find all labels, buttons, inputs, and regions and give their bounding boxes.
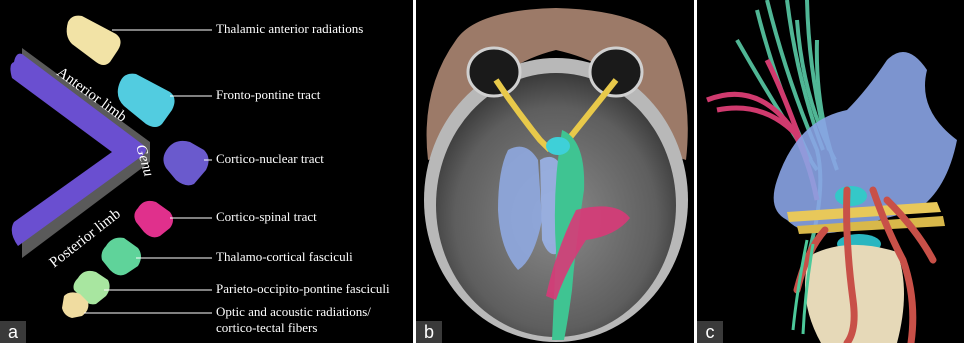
- tract-label-parieto-occipito: Parieto-occipito-pontine fasciculi: [216, 281, 390, 297]
- right-orbit: [590, 48, 642, 96]
- panel-letter-b: b: [416, 321, 442, 343]
- panel-letter-c: c: [697, 321, 723, 343]
- panel-letter-a: a: [0, 321, 26, 343]
- tract-label-cortico-nuclear: Cortico-nuclear tract: [216, 151, 324, 167]
- fronto-pontine-blob: [118, 74, 175, 127]
- thalamic-anterior-blob: [67, 16, 121, 65]
- left-orbit: [468, 48, 520, 96]
- tract-label-cortico-spinal: Cortico-spinal tract: [216, 209, 317, 225]
- tract-label-optic-acoustic-line2: cortico-tectal fibers: [216, 320, 317, 336]
- tract-label-thalamo-cortical: Thalamo-cortical fasciculi: [216, 249, 353, 265]
- panel-b-mri-tractography: b: [416, 0, 694, 343]
- panel-a-capsule-diagram: Anterior limb Genu Posterior limb Thalam…: [0, 0, 413, 343]
- panel-c-illustration: [697, 0, 964, 343]
- panel-b-illustration: [416, 0, 694, 343]
- panel-c-3d-tractography: c: [697, 0, 964, 343]
- cyan-blob-upper: [835, 186, 867, 206]
- cyan-blob: [546, 137, 570, 155]
- cortico-nuclear-blob: [163, 141, 208, 185]
- tract-label-optic-acoustic-line1: Optic and acoustic radiations/: [216, 304, 371, 320]
- cortico-spinal-blob: [134, 201, 173, 237]
- thalamo-cortical-blob: [102, 238, 142, 276]
- tract-label-fronto-pontine: Fronto-pontine tract: [216, 87, 320, 103]
- tract-label-thalamic-anterior: Thalamic anterior radiations: [216, 21, 363, 37]
